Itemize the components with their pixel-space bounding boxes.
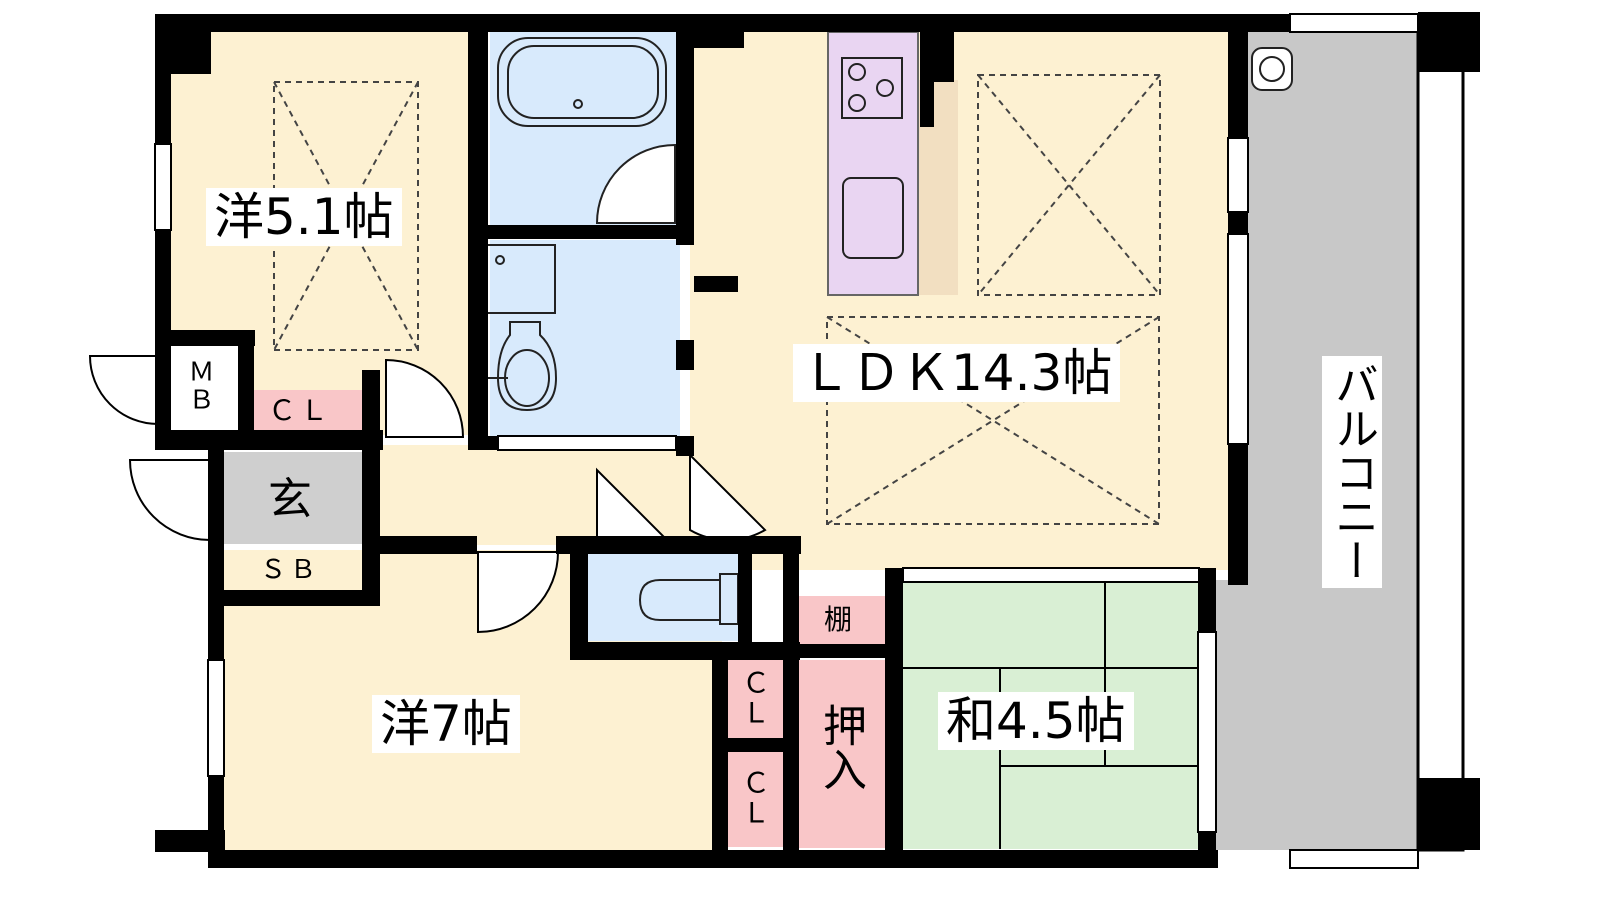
walls [155, 12, 1480, 868]
storage-mb [168, 345, 238, 430]
label-cl-top: ＣＬ [268, 394, 333, 427]
storage-cl-top [252, 390, 364, 432]
storage-oshiire [797, 660, 887, 848]
fixtures [486, 37, 1293, 641]
label-balcony: バルコニー [1322, 356, 1382, 588]
storage-cl-2 [728, 752, 783, 847]
label-western-51: 洋5.1帖 [206, 188, 402, 246]
label-entrance: 玄 [268, 474, 312, 525]
room-balcony-lower [1215, 580, 1418, 850]
windows [154, 13, 1419, 869]
label-shelf: 棚 [824, 603, 853, 636]
label-western-7: 洋7帖 [372, 695, 520, 753]
dashed-markers [273, 74, 1161, 525]
label-cl-1: ＣＬ [738, 668, 771, 728]
label-ldk: ＬＤＫ14.3帖 [793, 344, 1121, 402]
balcony-tap [1251, 47, 1293, 91]
storage-shelf [797, 596, 887, 646]
room-entrance [222, 452, 364, 544]
storage-cl-1 [728, 660, 783, 740]
balcony-rail [1416, 28, 1465, 852]
label-cl-2: ＣＬ [738, 768, 771, 828]
bathtub [497, 37, 667, 127]
label-sb: ＳＢ [260, 555, 321, 585]
label-mb: ＭＢ [184, 358, 214, 414]
label-japanese: 和4.5帖 [938, 692, 1134, 750]
kitchen-sink [842, 177, 904, 259]
room-fills [168, 28, 1465, 852]
stove [841, 57, 903, 119]
label-oshiire: 押入 [815, 703, 866, 791]
room-ldk [690, 30, 1230, 570]
door-swings [88, 355, 767, 634]
